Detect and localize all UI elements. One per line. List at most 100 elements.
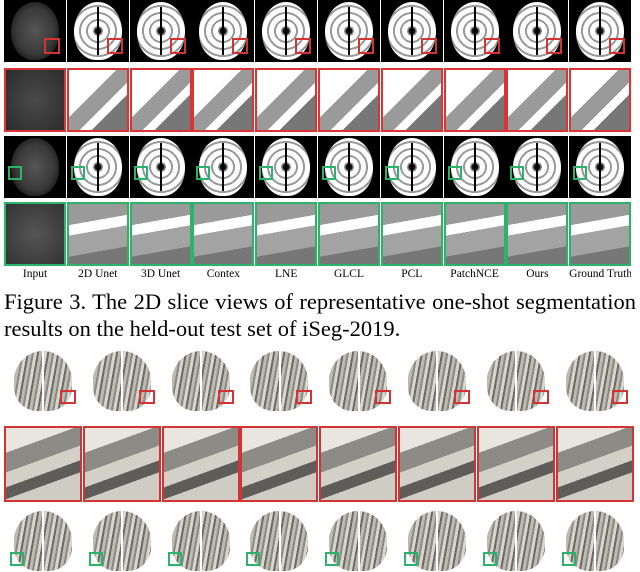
zoom-content: [508, 70, 567, 130]
zoom-patch: [129, 202, 192, 266]
zoom-patch: [192, 202, 255, 266]
column-label: Input: [22, 268, 48, 280]
zoom-content: [557, 428, 632, 500]
zoom-region-box: [609, 38, 626, 54]
surface-render: [476, 350, 555, 412]
zoom-patch: [129, 68, 192, 132]
zoom-region-box: [44, 38, 60, 54]
surface-zoom: [319, 426, 398, 502]
brain-slice: [136, 2, 185, 60]
slice-thumb: [569, 0, 632, 62]
slice-thumb: [317, 0, 380, 62]
slice-thumb: [380, 136, 443, 198]
slice-thumb: [569, 136, 632, 198]
slice-thumb: [255, 136, 318, 198]
slice-row-1: [4, 0, 632, 62]
zoom-patch: [569, 68, 632, 132]
zoom-region-box: [447, 166, 462, 180]
column-label: LNE: [275, 268, 298, 280]
surface-render: [555, 350, 634, 412]
zoom-region-box: [259, 166, 274, 180]
zoom-patch: [380, 202, 443, 266]
surface-render: [397, 510, 476, 572]
render-zoom-row-red: [4, 426, 634, 502]
slice-thumb: [129, 0, 192, 62]
cortex-surface: [250, 351, 309, 411]
zoom-patch: [317, 202, 380, 266]
zoom-region-box: [611, 390, 628, 404]
zoom-content: [242, 428, 317, 500]
zoom-region-box: [296, 390, 313, 404]
zoom-region-box: [167, 552, 182, 566]
surface-zoom: [476, 426, 555, 502]
slice-thumb: [66, 136, 129, 198]
zoom-region-box: [295, 38, 312, 54]
brain-slice: [387, 2, 436, 60]
surface-render: [319, 510, 398, 572]
zoom-patch: [317, 68, 380, 132]
zoom-region-box: [70, 166, 85, 180]
slice-thumb: [380, 0, 443, 62]
zoom-region-box: [60, 390, 76, 404]
zoom-row-red: [4, 68, 632, 132]
brain-slice: [576, 2, 625, 60]
zoom-region-box: [403, 552, 418, 566]
zoom-content: [6, 428, 80, 500]
zoom-region-box: [232, 38, 249, 54]
brain-slice: [324, 138, 373, 196]
zoom-content: [382, 204, 441, 264]
slice-thumb: [4, 0, 66, 62]
zoom-patch: [506, 202, 569, 266]
slice-thumb: [4, 136, 66, 198]
cortex-surface: [486, 351, 545, 411]
zoom-region-box: [133, 166, 148, 180]
zoom-row-green: [4, 202, 632, 266]
zoom-region-box: [453, 390, 470, 404]
zoom-region-box: [420, 38, 437, 54]
brain-slice: [324, 2, 373, 60]
cortex-surface: [329, 351, 388, 411]
zoom-content: [68, 204, 127, 264]
zoom-content: [131, 70, 190, 130]
zoom-content: [321, 428, 396, 500]
brain-slice: [73, 2, 122, 60]
slice-thumb: [192, 0, 255, 62]
zoom-region-box: [106, 38, 123, 54]
zoom-patch: [255, 202, 318, 266]
column-label: GLCL: [333, 268, 364, 280]
zoom-region-box: [573, 166, 588, 180]
render-row-1: [4, 350, 634, 412]
column-label: 2D Unet: [78, 268, 118, 280]
render-row-2: [4, 510, 634, 572]
zoom-content: [257, 204, 316, 264]
zoom-content: [163, 428, 238, 500]
zoom-content: [445, 70, 504, 130]
zoom-content: [257, 70, 316, 130]
surface-render: [240, 350, 319, 412]
surface-render: [82, 510, 161, 572]
zoom-content: [508, 204, 567, 264]
zoom-patch: [506, 68, 569, 132]
surface-render: [319, 350, 398, 412]
zoom-region-box: [561, 552, 576, 566]
cortex-surface: [407, 351, 466, 411]
slice-thumb: [66, 0, 129, 62]
zoom-patch: [66, 68, 129, 132]
surface-zoom: [161, 426, 240, 502]
slice-thumb: [506, 0, 569, 62]
zoom-region-box: [546, 38, 563, 54]
slice-row-2: [4, 136, 632, 198]
zoom-content: [382, 70, 441, 130]
zoom-patch: [443, 68, 506, 132]
zoom-region-box: [138, 390, 155, 404]
zoom-content: [571, 70, 630, 130]
brain-slice: [262, 2, 311, 60]
zoom-content: [571, 204, 630, 264]
surface-render: [82, 350, 161, 412]
zoom-region-box: [246, 552, 261, 566]
column-label: Contex: [206, 268, 240, 280]
cortex-surface: [565, 351, 624, 411]
zoom-region-box: [8, 166, 22, 180]
brain-slice: [11, 2, 59, 60]
